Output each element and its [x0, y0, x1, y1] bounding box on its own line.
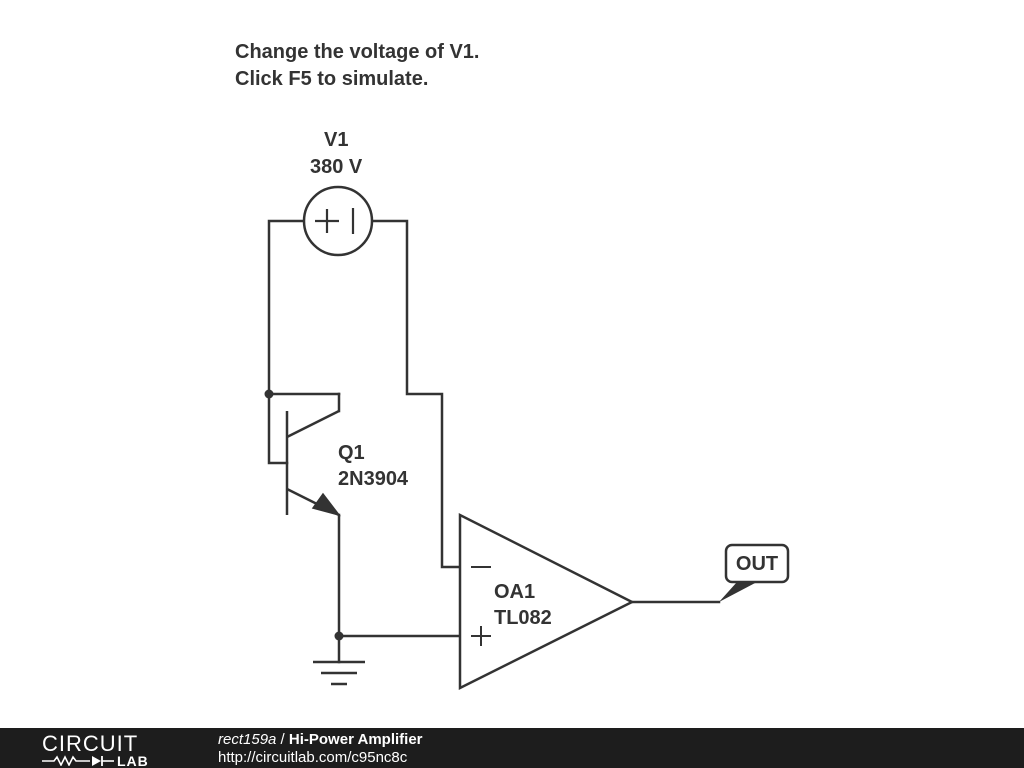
- logo-text-top: CIRCUIT: [42, 732, 138, 756]
- voltage-source-v1[interactable]: [302, 185, 374, 257]
- instruction-line-2: Click F5 to simulate.: [235, 68, 429, 90]
- v1-name-label[interactable]: V1: [324, 129, 349, 151]
- logo-text-bottom: LAB: [117, 753, 149, 766]
- wire-v1-left: [267, 219, 305, 396]
- junction-dot-bottom: [334, 631, 344, 641]
- q1-name-label: Q1: [338, 442, 365, 464]
- oa1-name-label: OA1: [494, 581, 536, 603]
- logo-resistor-icon: [42, 755, 90, 766]
- footer-separator: /: [276, 731, 289, 748]
- out-label-text: OUT: [735, 553, 779, 575]
- ground-symbol: [313, 660, 365, 686]
- wire-base: [267, 392, 289, 465]
- out-net-label[interactable]: [719, 543, 790, 602]
- v1-value-label[interactable]: 380 V: [310, 156, 363, 178]
- q1-part-label: 2N3904: [338, 468, 409, 490]
- footer-url-link[interactable]: http://circuitlab.com/c95nc8c: [218, 749, 408, 766]
- oa1-part-label: TL082: [494, 607, 552, 629]
- junction-dot-top: [264, 389, 274, 399]
- footer-circuit-info: rect159a / Hi-Power Amplifier: [218, 731, 423, 749]
- opamp-oa1[interactable]: [458, 512, 635, 691]
- circuitlab-logo[interactable]: CIRCUIT LAB: [40, 732, 180, 766]
- footer-bar: CIRCUIT LAB rect159a / Hi-Power Amplifie…: [0, 728, 1024, 768]
- transistor-q1[interactable]: [285, 409, 341, 517]
- instruction-line-1: Change the voltage of V1.: [235, 41, 480, 63]
- footer-circuit-title: Hi-Power Amplifier: [288, 731, 423, 748]
- footer-user[interactable]: rect159a: [218, 731, 277, 748]
- logo-diode-icon: [92, 756, 101, 766]
- wire-v1-right: [371, 219, 462, 569]
